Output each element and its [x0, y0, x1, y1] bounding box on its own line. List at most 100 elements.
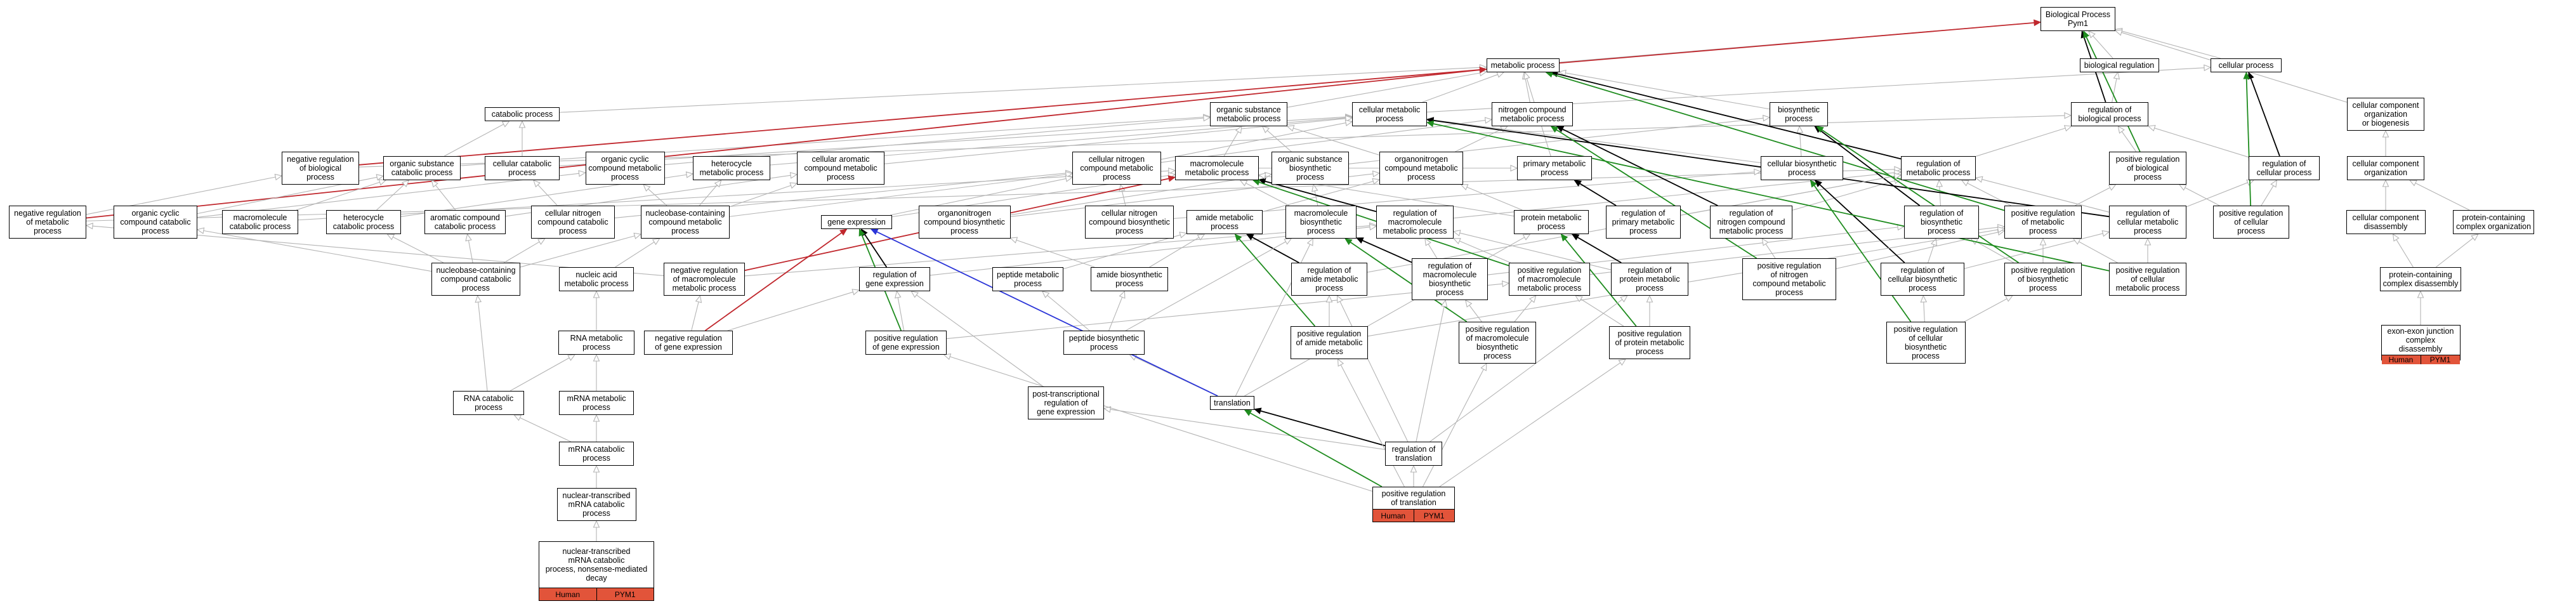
node-cellular-component-organization[interactable]: cellular component organization — [2347, 156, 2424, 180]
node-cellular-metabolic-process[interactable]: cellular metabolic process — [1352, 102, 1427, 126]
node-negative-regulation-of-macromolecule-metabolic-process[interactable]: negative regulation of macromolecule met… — [664, 263, 745, 296]
node-organonitrogen-compound-biosynthetic-process[interactable]: organonitrogen compound biosynthetic pro… — [918, 206, 1011, 239]
node-negative-regulation-of-metabolic-process[interactable]: negative regulation of metabolic process — [9, 206, 86, 239]
node-regulation-of-cellular-process[interactable]: regulation of cellular process — [2249, 156, 2320, 180]
node-regulation-of-biological-process[interactable]: regulation of biological process — [2071, 102, 2148, 126]
node-metabolic-process[interactable]: metabolic process — [1486, 58, 1560, 72]
edge-is-a-line — [444, 124, 504, 157]
node-aromatic-compound-catabolic-process[interactable]: aromatic compound catabolic process — [424, 210, 506, 234]
node-mrna-metabolic-process[interactable]: mRNA metabolic process — [559, 391, 634, 415]
node-mrna-catabolic-process[interactable]: mRNA catabolic process — [559, 442, 634, 466]
node-cellular-aromatic-compound-metabolic-process[interactable]: cellular aromatic compound metabolic pro… — [797, 152, 884, 185]
node-positive-regulation-of-amide-metabolic-process[interactable]: positive regulation of amide metabolic p… — [1291, 326, 1368, 359]
edge-is-a-arrowhead — [578, 170, 586, 177]
node-positive-regulation-of-macromolecule-metabolic-process[interactable]: positive regulation of macromolecule met… — [1509, 263, 1590, 296]
node-amide-biosynthetic-process[interactable]: amide biosynthetic process — [1091, 267, 1168, 291]
edge-is-a-line — [615, 241, 655, 268]
node-regulation-of-primary-metabolic-process[interactable]: regulation of primary metabolic process — [1606, 206, 1681, 239]
node-cellular-component-disassembly[interactable]: cellular component disassembly — [2346, 210, 2426, 234]
edge-is-a-arrowhead — [1440, 299, 1448, 308]
node-cellular-biosynthetic-process[interactable]: cellular biosynthetic process — [1761, 156, 1843, 180]
edge-is-a-line — [2154, 128, 2249, 158]
node-regulation-of-gene-expression[interactable]: regulation of gene expression — [859, 267, 930, 291]
node-regulation-of-nitrogen-compound-metabolic-process[interactable]: regulation of nitrogen compound metaboli… — [1710, 206, 1792, 239]
edge-is-a-line — [1455, 128, 1502, 152]
edge-negatively-regulates-line — [704, 232, 843, 331]
edge-is-a-arrowhead — [1754, 168, 1762, 176]
annotation-species: Human — [1381, 511, 1406, 520]
node-nucleic-acid-metabolic-process[interactable]: nucleic acid metabolic process — [559, 267, 634, 291]
node-organic-cyclic-compound-metabolic-process[interactable]: organic cyclic compound metabolic proces… — [585, 152, 665, 185]
node-cellular-nitrogen-compound-metabolic-process[interactable]: cellular nitrogen compound metabolic pro… — [1072, 152, 1161, 185]
node-regulation-of-cellular-metabolic-process[interactable]: regulation of cellular metabolic process — [2109, 206, 2186, 239]
node-protein-metabolic-process[interactable]: protein metabolic process — [1514, 210, 1589, 234]
node-cellular-component-organization-or-biogenesis[interactable]: cellular component organization or bioge… — [2347, 98, 2424, 131]
node-regulation-of-biosynthetic-process[interactable]: regulation of biosynthetic process — [1904, 206, 1979, 239]
edge-is-a-arrowhead — [2471, 234, 2479, 241]
node-cellular-nitrogen-compound-biosynthetic-process[interactable]: cellular nitrogen compound biosynthetic … — [1085, 206, 1174, 239]
node-positive-regulation-of-macromolecule-biosynthetic-process[interactable]: positive regulation of macromolecule bio… — [1459, 322, 1536, 364]
edge-is-a-arrowhead — [695, 294, 702, 303]
edge-is-a-line — [1125, 241, 1286, 331]
node-macromolecule-biosynthetic-process[interactable]: macromolecule biosynthetic process — [1285, 206, 1357, 239]
node-nuclear-transcribed-mrna-catabolic-process[interactable]: nuclear-transcribed mRNA catabolic proce… — [556, 488, 636, 521]
node-translation[interactable]: translation — [1210, 396, 1254, 410]
node-exon-exon-junction-complex-disassembly[interactable]: exon-exon junction complex disassembly H… — [2381, 325, 2461, 364]
node-positive-regulation-of-gene-expression[interactable]: positive regulation of gene expression — [865, 331, 947, 355]
edge-positively-regulates-arrowhead — [1344, 238, 1353, 246]
node-organic-substance-metabolic-process[interactable]: organic substance metabolic process — [1210, 102, 1287, 126]
node-organic-cyclic-compound-catabolic-process[interactable]: organic cyclic compound catabolic proces… — [114, 206, 197, 239]
node-regulation-of-translation[interactable]: regulation of translation — [1385, 442, 1442, 466]
node-peptide-biosynthetic-process[interactable]: peptide biosynthetic process — [1063, 331, 1145, 355]
node-protein-containing-complex-disassembly[interactable]: protein-containing complex disassembly — [2380, 267, 2461, 291]
node-macromolecule-metabolic-process[interactable]: macromolecule metabolic process — [1175, 156, 1259, 180]
node-biosynthetic-process[interactable]: biosynthetic process — [1770, 102, 1828, 126]
node-organic-substance-catabolic-process[interactable]: organic substance catabolic process — [383, 156, 461, 180]
edge-is-a-line — [1459, 240, 1511, 263]
node-rna-metabolic-process[interactable]: RNA metabolic process — [558, 331, 634, 355]
node-regulation-of-protein-metabolic-process[interactable]: regulation of protein metabolic process — [1611, 263, 1688, 296]
node-positive-regulation-of-biological-process[interactable]: positive regulation of biological proces… — [2109, 152, 2186, 185]
node-organic-substance-biosynthetic-process[interactable]: organic substance biosynthetic process — [1272, 152, 1349, 185]
node-peptide-metabolic-process[interactable]: peptide metabolic process — [992, 267, 1063, 291]
node-heterocycle-catabolic-process[interactable]: heterocycle catabolic process — [326, 210, 401, 234]
edge-is-a-arrowhead — [1336, 294, 1343, 303]
node-positive-regulation-of-cellular-process[interactable]: positive regulation of cellular process — [2213, 206, 2289, 239]
node-positive-regulation-of-nitrogen-compound-metabolic-process[interactable]: positive regulation of nitrogen compound… — [1742, 258, 1836, 300]
node-regulation-of-macromolecule-biosynthetic-process[interactable]: regulation of macromolecule biosynthetic… — [1412, 258, 1488, 300]
node-positive-regulation-of-protein-metabolic-process[interactable]: positive regulation of protein metabolic… — [1609, 326, 1690, 359]
node-protein-containing-complex-organization[interactable]: protein-containing complex organization — [2453, 210, 2534, 234]
node-regulation-of-cellular-biosynthetic-process[interactable]: regulation of cellular biosynthetic proc… — [1881, 263, 1964, 296]
node-nonsense-mediated-decay[interactable]: nuclear-transcribed mRNA catabolic proce… — [539, 541, 654, 601]
edge-is-a-arrowhead — [1203, 114, 1211, 122]
node-regulation-of-metabolic-process[interactable]: regulation of metabolic process — [1901, 156, 1976, 180]
node-nitrogen-compound-metabolic-process[interactable]: nitrogen compound metabolic process — [1492, 102, 1573, 126]
node-primary-metabolic-process[interactable]: primary metabolic process — [1517, 156, 1592, 180]
node-positive-regulation-of-translation[interactable]: positive regulation of translation Human… — [1372, 487, 1455, 522]
node-amide-metabolic-process[interactable]: amide metabolic process — [1186, 210, 1263, 234]
node-biological-process-root[interactable]: Biological Process Pym1 — [2040, 7, 2115, 31]
node-cellular-catabolic-process[interactable]: cellular catabolic process — [485, 156, 560, 180]
node-positive-regulation-of-biosynthetic-process[interactable]: positive regulation of biosynthetic proc… — [2004, 263, 2082, 296]
node-gene-expression[interactable]: gene expression — [821, 215, 892, 229]
node-cellular-nitrogen-compound-catabolic-process[interactable]: cellular nitrogen compound catabolic pro… — [531, 206, 615, 239]
edge-positively-regulates-arrowhead — [1560, 234, 1568, 242]
node-nucleobase-containing-compound-catabolic-process[interactable]: nucleobase-containing compound catabolic… — [431, 263, 520, 296]
node-cellular-process[interactable]: cellular process — [2211, 58, 2282, 72]
node-positive-regulation-of-metabolic-process[interactable]: positive regulation of metabolic process — [2004, 206, 2082, 239]
node-organonitrogen-compound-metabolic-process[interactable]: organonitrogen compound metabolic proces… — [1379, 152, 1463, 185]
node-regulation-of-macromolecule-metabolic-process[interactable]: regulation of macromolecule metabolic pr… — [1376, 206, 1454, 239]
node-nucleobase-containing-compound-metabolic-process[interactable]: nucleobase-containing compound metabolic… — [641, 206, 730, 239]
node-biological-regulation[interactable]: biological regulation — [2079, 58, 2159, 72]
node-catabolic-process[interactable]: catabolic process — [485, 107, 560, 121]
node-rna-catabolic-process[interactable]: RNA catabolic process — [453, 391, 524, 415]
node-heterocycle-metabolic-process[interactable]: heterocycle metabolic process — [693, 156, 770, 180]
node-negative-regulation-of-gene-expression[interactable]: negative regulation of gene expression — [644, 331, 733, 355]
node-negative-regulation-of-biological-process[interactable]: negative regulation of biological proces… — [282, 152, 359, 185]
node-positive-regulation-of-cellular-biosynthetic-process[interactable]: positive regulation of cellular biosynth… — [1886, 322, 1966, 364]
node-macromolecule-catabolic-process[interactable]: macromolecule catabolic process — [222, 210, 298, 234]
edge-is-a-arrowhead — [1558, 69, 1567, 77]
node-positive-regulation-of-cellular-metabolic-process[interactable]: positive regulation of cellular metaboli… — [2109, 263, 2186, 296]
node-post-transcriptional-regulation-of-gene-expression[interactable]: post-transcriptional regulation of gene … — [1028, 386, 1104, 419]
node-regulation-of-amide-metabolic-process[interactable]: regulation of amide metabolic process — [1291, 263, 1367, 296]
